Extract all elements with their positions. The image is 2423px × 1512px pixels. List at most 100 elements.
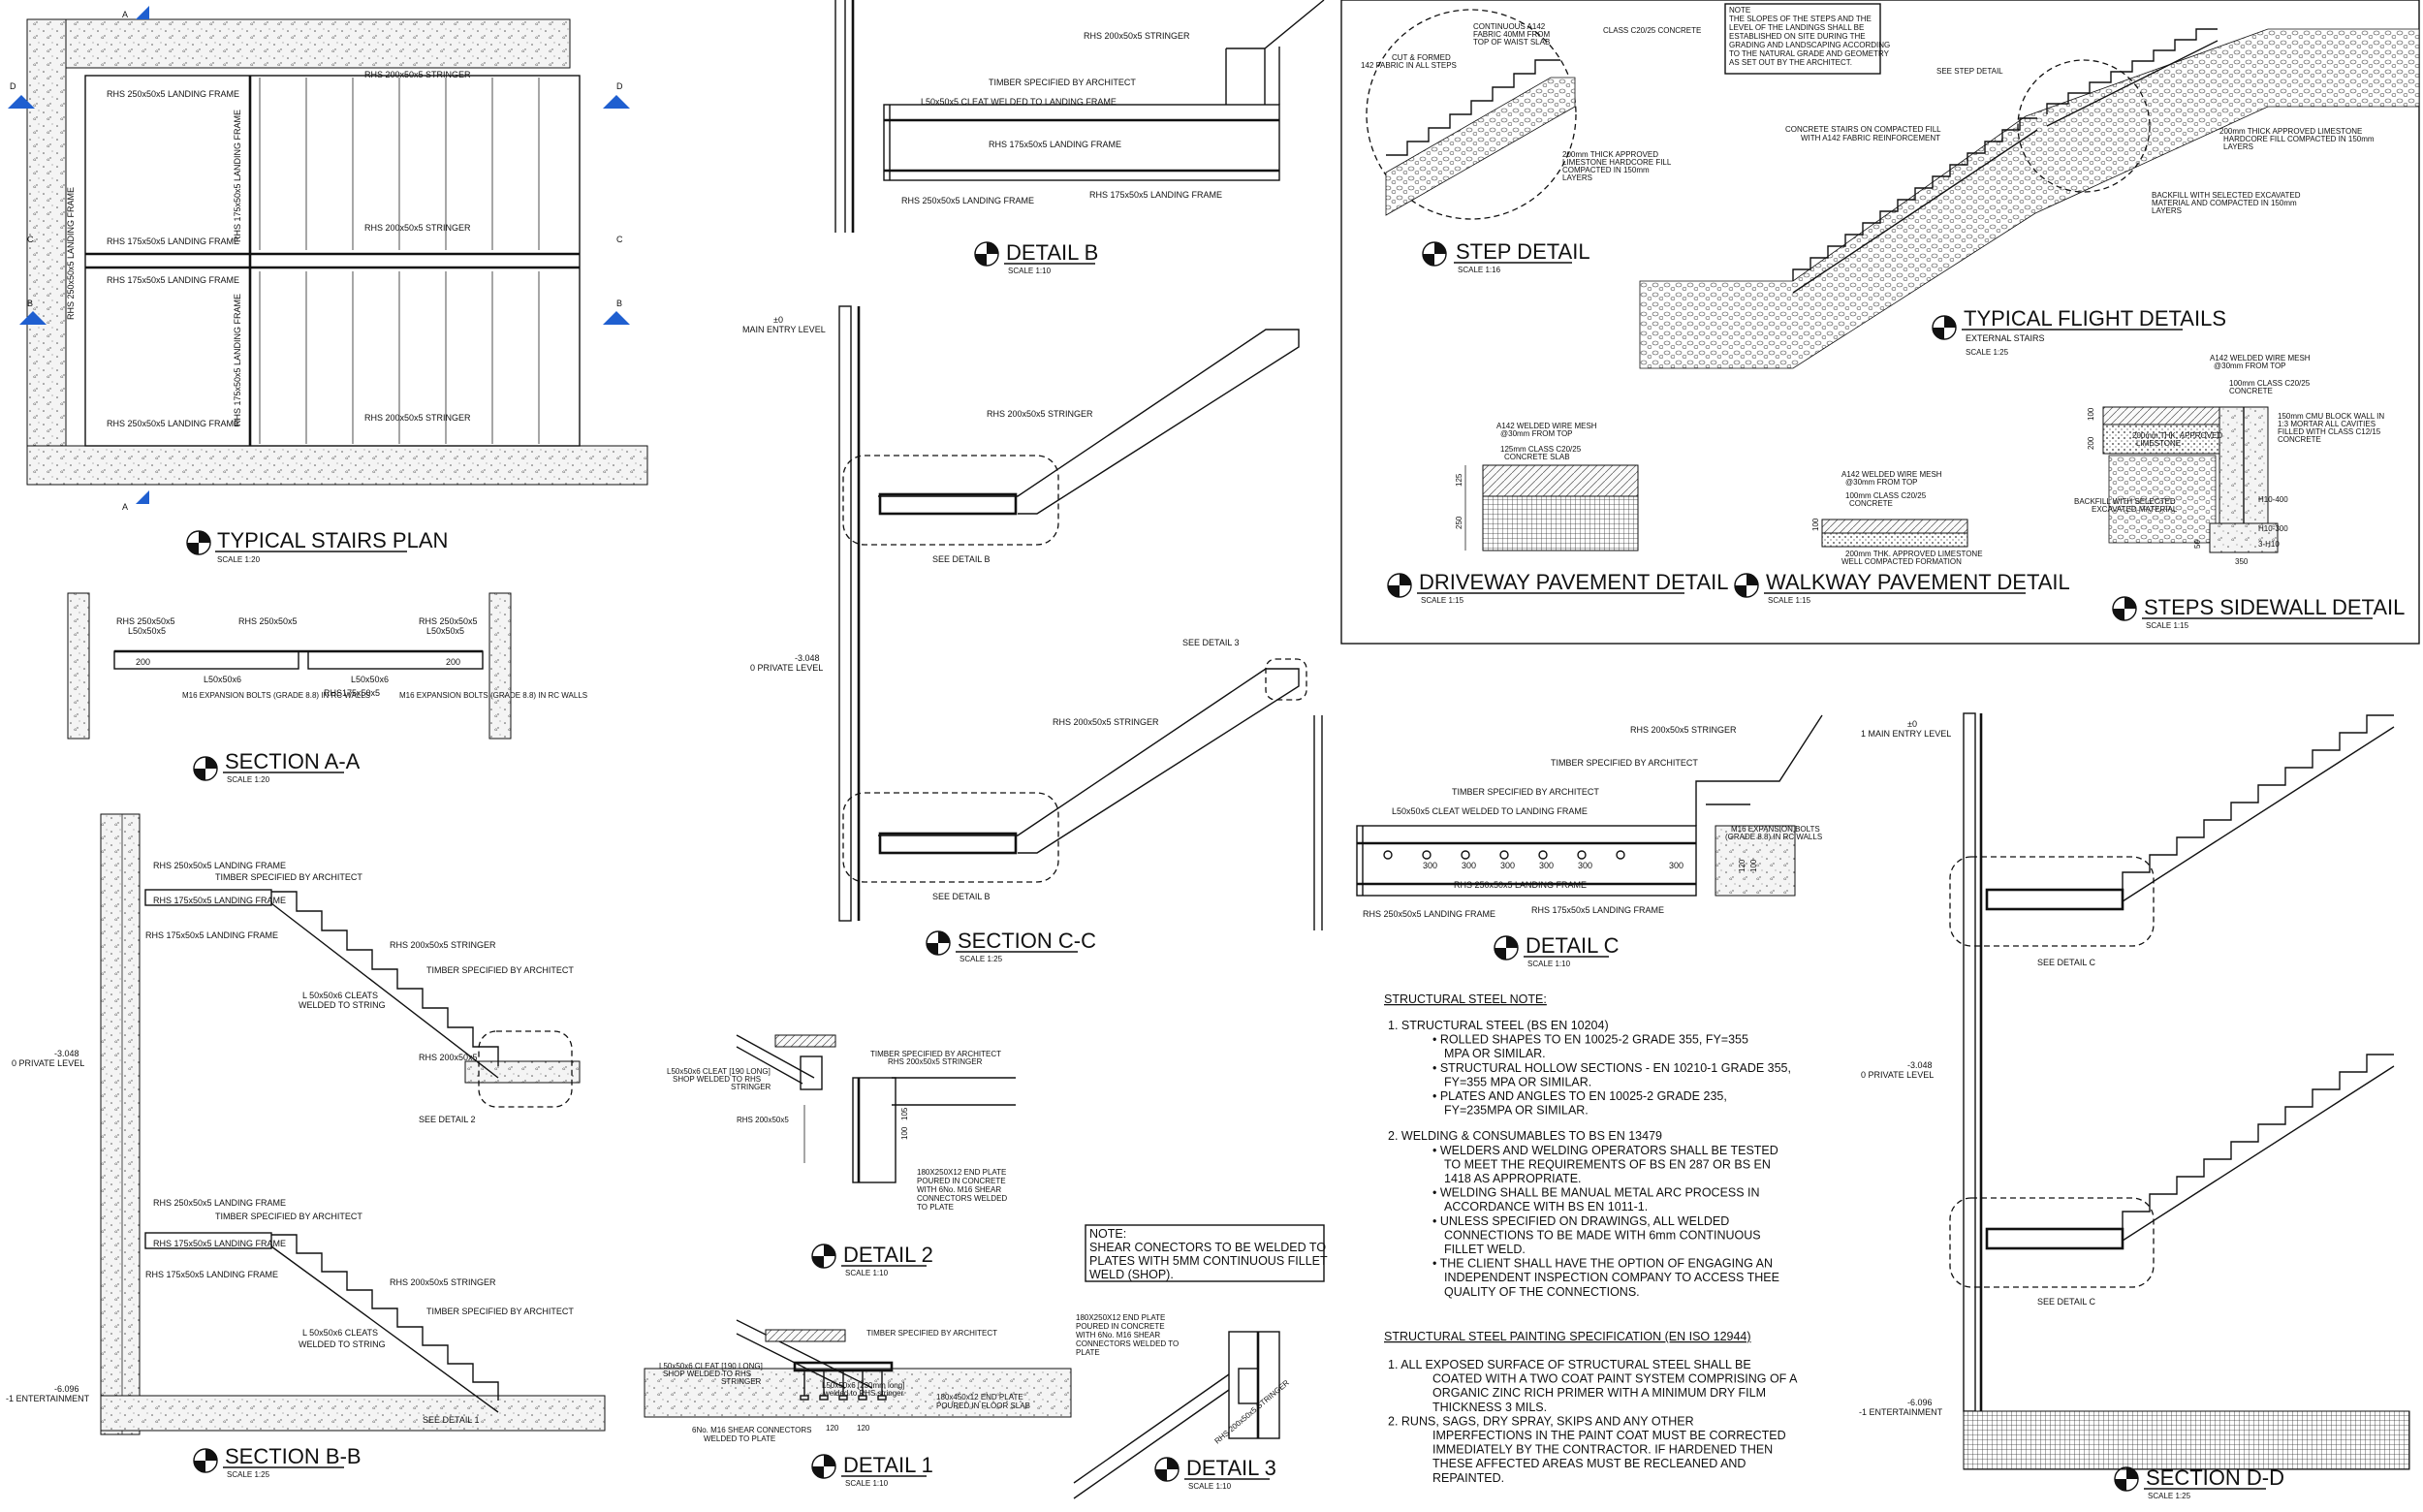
- d2-label: STRINGER: [731, 1083, 771, 1091]
- plan-label: RHS 200x50x5 STRINGER: [364, 413, 471, 423]
- painting-line: 2. RUNS, SAGS, DRY SPRAY, SKIPS AND ANY …: [1388, 1414, 1694, 1428]
- cc-detail-callout: [1265, 658, 1307, 701]
- plan-label: RHS 175x50x5 LANDING FRAME: [107, 275, 239, 285]
- section-symbol-icon: [187, 531, 210, 554]
- dc-label: 300: [1423, 861, 1437, 870]
- sidewall-fill: [2102, 424, 2220, 455]
- driveway-label: 250: [1455, 516, 1463, 529]
- flight-note: LEVEL OF THE LANDINGS SHALL BE: [1729, 23, 1864, 32]
- drawing-title: SECTION B-B: [225, 1444, 362, 1468]
- step-detail-circle: [1366, 9, 1577, 220]
- walkway-label: A142 WELDED WIRE MESH: [1841, 470, 1942, 479]
- sidewall-label: LIMESTONE: [2136, 439, 2181, 448]
- notes-line: • WELDERS AND WELDING OPERATORS SHALL BE…: [1432, 1144, 1778, 1157]
- dd-landing-upper: [1985, 888, 2124, 911]
- notes-line: • THE CLIENT SHALL HAVE THE OPTION OF EN…: [1432, 1257, 1773, 1271]
- notes-line: • STRUCTURAL HOLLOW SECTIONS - EN 10210-…: [1432, 1061, 1791, 1075]
- plan-label: RHS 250x50x5 LANDING FRAME: [107, 419, 239, 428]
- drawing-title: DETAIL 2: [843, 1243, 933, 1267]
- drawing-scale: SCALE 1:15: [1421, 596, 1464, 605]
- dc-label: 300: [1669, 861, 1684, 870]
- section-d-d: ±0 1 MAIN ENTRY LEVEL SEE DETAIL C -3.04…: [1859, 712, 2410, 1500]
- cc-label: SEE DETAIL 3: [1182, 638, 1240, 647]
- notes-line: FY=355 MPA OR SIMILAR.: [1444, 1075, 1591, 1088]
- step-label: CLASS C20/25 CONCRETE: [1603, 26, 1701, 35]
- step-detail: CONTINUOUS A142 FABRIC 40MM FROM TOP OF …: [1361, 9, 1701, 274]
- flight-label: HARDCORE FILL COMPACTED IN 150mm: [2223, 135, 2375, 143]
- drawing-title: SECTION D-D: [2146, 1465, 2284, 1490]
- d1-floor-slab: [644, 1368, 1072, 1418]
- d3-label: WITH 6No. M16 SHEAR: [1076, 1331, 1160, 1339]
- flight-label: 200mm THICK APPROVED LIMESTONE: [2219, 127, 2362, 136]
- cc-stair-lower: [878, 668, 1300, 854]
- notes-line: • ROLLED SHAPES TO EN 10025-2 GRADE 355,…: [1432, 1033, 1748, 1047]
- section-a-a: RHS 250x50x5 L50x50x5 RHS 250x50x5 RHS 2…: [67, 592, 587, 784]
- sidewall-label: @30mm FROM TOP: [2214, 362, 2286, 370]
- painting-line: THESE AFFECTED AREAS MUST BE RECLEANED A…: [1432, 1457, 1746, 1470]
- flight-label: SEE STEP DETAIL: [1936, 67, 2003, 76]
- sidewall-label: FILLED WITH CLASS C12/15: [2278, 427, 2381, 436]
- painting-line: IMPERFECTIONS IN THE PAINT COAT MUST BE …: [1432, 1429, 1786, 1442]
- walkway-label: @30mm FROM TOP: [1845, 478, 1918, 487]
- dc-stringer: [1695, 714, 1823, 826]
- notes-line: 1. STRUCTURAL STEEL (BS EN 10204): [1388, 1019, 1609, 1032]
- flight-label: BACKFILL WITH SELECTED EXCAVATED: [2152, 191, 2301, 200]
- bb-label: RHS 175x50x5 LANDING FRAME: [153, 896, 286, 905]
- d3-label: 180X250X12 END PLATE: [1076, 1313, 1165, 1322]
- plan-label: RHS 175x50x5 LANDING FRAME: [107, 236, 239, 246]
- d1-label: TIMBER SPECIFIED BY ARCHITECT: [866, 1329, 997, 1338]
- db-label: RHS 175x50x5 LANDING FRAME: [1089, 190, 1222, 200]
- sidewall-label: 1:3 MORTAR ALL CAVITIES: [2278, 420, 2376, 428]
- plan-treads: [259, 78, 540, 444]
- shear-stud-head: [819, 1395, 829, 1401]
- flight-note: THE SLOPES OF THE STEPS AND THE: [1729, 15, 1872, 23]
- drawing-title: SECTION A-A: [225, 749, 361, 773]
- walkway-label: 100: [1811, 518, 1820, 531]
- title-block: SECTION B-B SCALE 1:25: [193, 1444, 362, 1479]
- driveway-pavement-detail: A142 WELDED WIRE MESH @30mm FROM TOP 125…: [1387, 422, 1728, 605]
- dc-label: 100: [1749, 859, 1758, 872]
- notes-heading: STRUCTURAL STEEL NOTE:: [1384, 992, 1547, 1006]
- drawing-title: TYPICAL FLIGHT DETAILS: [1964, 306, 2226, 331]
- notes-line: 2. WELDING & CONSUMABLES TO BS EN 13479: [1388, 1129, 1662, 1143]
- drawing-title: DETAIL 1: [843, 1453, 933, 1477]
- step-label: CUT & FORMED: [1392, 53, 1451, 62]
- walkway-pavement-detail: A142 WELDED WIRE MESH @30mm FROM TOP 100…: [1734, 470, 2070, 605]
- walkway-label: CONCRETE: [1849, 499, 1893, 508]
- driveway-base: [1482, 495, 1639, 551]
- flight-callout: [2017, 59, 2151, 193]
- section-symbol-icon: [1495, 936, 1518, 960]
- d1-label: 6No. M16 SHEAR CONNECTORS: [692, 1426, 811, 1434]
- drawing-title: STEPS SIDEWALL DETAIL: [2144, 595, 2405, 619]
- d2-label: POURED IN CONCRETE: [917, 1177, 1006, 1185]
- sidewall-label: CONCRETE: [2278, 435, 2321, 444]
- driveway-label: 125: [1455, 473, 1463, 487]
- painting-line: COATED WITH A TWO COAT PAINT SYSTEM COMP…: [1432, 1372, 1798, 1386]
- d2-label: RHS 200x50x5: [737, 1116, 789, 1124]
- d1-timber: [765, 1329, 846, 1342]
- flight-fill: [1639, 28, 2420, 369]
- step-label: TOP OF WAIST SLAB: [1473, 38, 1550, 47]
- shear-stud-head: [800, 1395, 809, 1401]
- cc-label: 0 PRIVATE LEVEL: [750, 663, 823, 673]
- title-block: DETAIL 3 SCALE 1:10: [1154, 1456, 1276, 1491]
- sidewall-label: CONCRETE: [2229, 387, 2273, 395]
- d3-note: SHEAR CONECTORS TO BE WELDED TO: [1089, 1241, 1326, 1254]
- dc-label: (GRADE 8.8) IN RC WALLS: [1725, 833, 1822, 841]
- drawing-scale: SCALE 1:25: [960, 955, 1003, 963]
- d2-label: 180X250X12 END PLATE: [917, 1168, 1006, 1177]
- title-block: SECTION A-A SCALE 1:20: [193, 749, 361, 784]
- bolt-icon: [1461, 850, 1470, 860]
- plan-label: RHS 250x50x5 LANDING FRAME: [107, 89, 239, 99]
- step-profile: [1386, 59, 1560, 156]
- aa-label: L50x50x5: [426, 626, 464, 636]
- db-label: RHS 250x50x5 LANDING FRAME: [901, 196, 1034, 205]
- sidewall-label: 3-H10: [2258, 540, 2280, 549]
- drawing-scale: SCALE 1:15: [2146, 621, 2189, 630]
- dc-label: M16 EXPANSION BOLTS: [1731, 825, 1820, 834]
- sidewall-footing: [2209, 522, 2279, 553]
- d1-end-plate: [793, 1361, 894, 1372]
- dc-label: RHS 200x50x5 STRINGER: [1630, 725, 1737, 735]
- flight-label: CONCRETE STAIRS ON COMPACTED FILL: [1785, 125, 1941, 134]
- plan-label: RHS 175x50x5 LANDING FRAME: [233, 294, 242, 426]
